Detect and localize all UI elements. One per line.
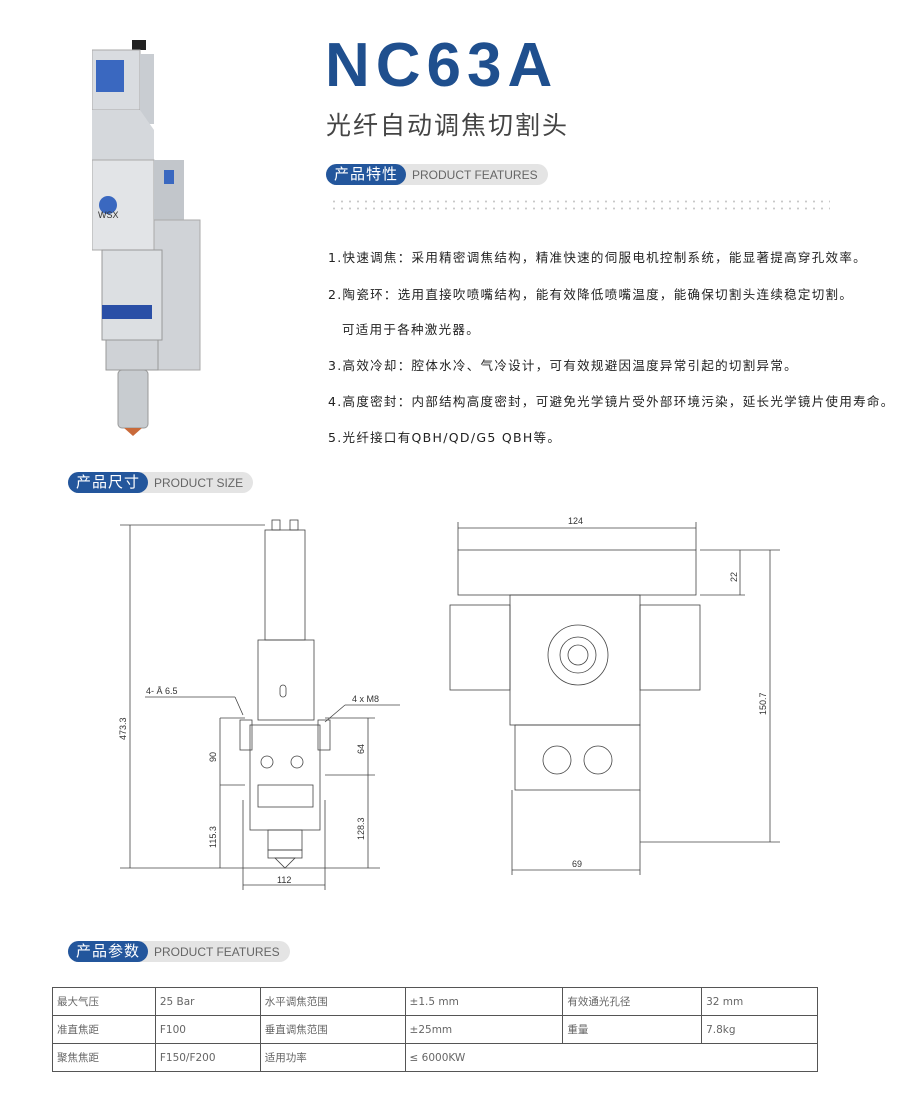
dim-top-height: 150.7 bbox=[758, 692, 768, 715]
feature-item: 4.高度密封：内部结构高度密封，可避免光学镜片受外部环境污染，延长光学镜片使用寿… bbox=[328, 394, 895, 409]
table-cell: 适用功率 bbox=[259, 1043, 406, 1072]
table-cell: 水平调焦范围 bbox=[259, 987, 406, 1016]
dim-width: 112 bbox=[277, 875, 291, 885]
table-cell: ≤ 6000KW bbox=[404, 1043, 819, 1072]
section-title-cn: 产品尺寸 bbox=[68, 472, 149, 493]
table-row: 准直焦距 F100 垂直调焦范围 ±25mm 重量 7.8kg bbox=[52, 1015, 818, 1044]
section-title-en: PRODUCT FEATURES bbox=[154, 944, 280, 959]
table-cell: ±1.5 mm bbox=[404, 987, 564, 1016]
params-table: 最大气压 25 Bar 水平调焦范围 ±1.5 mm 有效通光孔径 32 mm … bbox=[52, 987, 819, 1072]
section-title-cn: 产品参数 bbox=[68, 941, 149, 962]
feature-item: 1.快速调焦：采用精密调焦结构，精准快速的伺服电机控制系统，能显著提高穿孔效率。 bbox=[328, 250, 867, 265]
dim-115: 115.3 bbox=[208, 826, 218, 848]
section-title-cn: 产品特性 bbox=[326, 164, 407, 185]
dotted-divider bbox=[330, 198, 830, 212]
brand-logo: WSX bbox=[98, 210, 119, 220]
table-cell: 垂直调焦范围 bbox=[259, 1015, 406, 1044]
dim-64: 64 bbox=[356, 744, 366, 754]
table-row: 聚焦焦距 F150/F200 适用功率 ≤ 6000KW bbox=[52, 1043, 819, 1072]
dim-top-width: 124 bbox=[568, 516, 583, 526]
table-cell: 有效通光孔径 bbox=[562, 987, 703, 1016]
table-row: 最大气压 25 Bar 水平调焦范围 ±1.5 mm 有效通光孔径 32 mm bbox=[52, 987, 818, 1016]
dim-holes: 4- Å 6.5 bbox=[146, 686, 178, 696]
feature-item: 2.陶瓷环：选用直接吹喷嘴结构，能有效降低喷嘴温度，能确保切割头连续稳定切割。 bbox=[328, 287, 854, 302]
table-cell: 最大气压 bbox=[52, 987, 156, 1016]
table-cell: 32 mm bbox=[701, 987, 818, 1016]
table-cell: 聚焦焦距 bbox=[52, 1043, 156, 1072]
product-subtitle: 光纤自动调焦切割头 bbox=[326, 111, 570, 140]
table-cell: 25 Bar bbox=[154, 987, 261, 1016]
feature-item: 可适用于各种激光器。 bbox=[342, 322, 481, 337]
table-cell: F100 bbox=[154, 1015, 261, 1044]
table-cell: ±25mm bbox=[404, 1015, 564, 1044]
size-section-header: 产品尺寸 PRODUCT SIZE bbox=[68, 472, 254, 493]
top-view-drawing bbox=[449, 522, 780, 875]
product-title: NC63A bbox=[325, 31, 559, 100]
table-cell: 重量 bbox=[562, 1015, 703, 1044]
params-section-header: 产品参数 PRODUCT FEATURES bbox=[68, 941, 290, 962]
dim-128: 128.3 bbox=[356, 817, 366, 840]
table-cell: F150/F200 bbox=[154, 1043, 261, 1072]
dim-threads: 4 x M8 bbox=[352, 694, 379, 704]
dim-69: 69 bbox=[572, 859, 582, 869]
feature-item: 3.高效冷却：腔体水冷、气冷设计，可有效规避因温度异常引起的切割异常。 bbox=[328, 358, 798, 373]
table-cell: 准直焦距 bbox=[52, 1015, 156, 1044]
dimension-drawings: 473.3 4- Å 6.5 4 x M8 90 64 115.3 128.3 … bbox=[118, 516, 780, 890]
dim-total-height: 473.3 bbox=[118, 717, 128, 740]
features-section-header: 产品特性 PRODUCT FEATURES bbox=[326, 164, 548, 185]
section-title-en: PRODUCT FEATURES bbox=[412, 167, 538, 182]
product-photo: WSX bbox=[92, 40, 201, 436]
section-title-en: PRODUCT SIZE bbox=[154, 475, 244, 490]
table-cell: 7.8kg bbox=[701, 1015, 818, 1044]
feature-item: 5.光纤接口有QBH/QD/G5 QBH等。 bbox=[328, 430, 562, 445]
dim-22: 22 bbox=[729, 572, 739, 582]
dim-90: 90 bbox=[208, 752, 218, 762]
front-view-drawing bbox=[120, 519, 400, 890]
